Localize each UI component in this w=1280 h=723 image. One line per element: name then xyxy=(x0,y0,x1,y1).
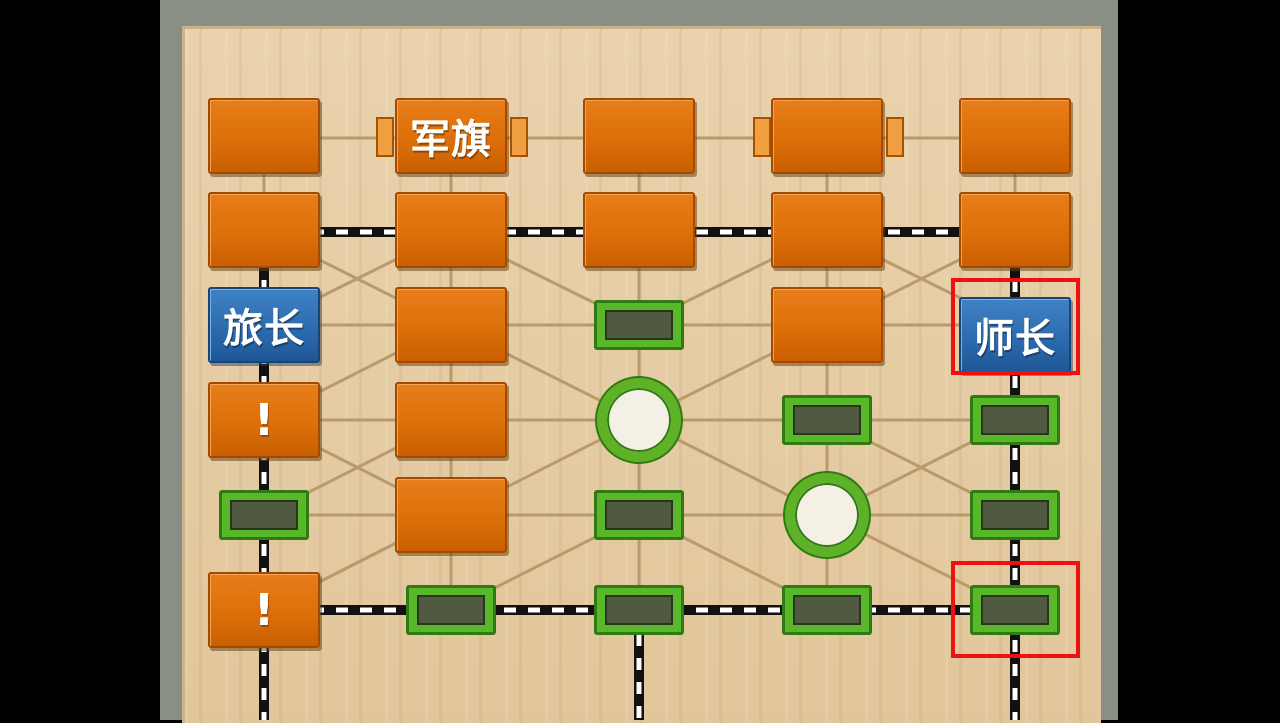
empty-post[interactable] xyxy=(219,490,309,540)
hq-marker-left xyxy=(510,117,528,157)
empty-post[interactable] xyxy=(970,490,1060,540)
camp-right-lower[interactable] xyxy=(785,473,869,557)
hq-marker-left xyxy=(376,117,394,157)
piece-hidden[interactable] xyxy=(959,192,1071,268)
empty-post[interactable] xyxy=(594,300,684,350)
piece-hidden[interactable] xyxy=(583,98,695,174)
piece-junqi-flag[interactable]: 军旗 xyxy=(395,98,507,174)
piece-marked[interactable]: ! xyxy=(208,572,320,648)
hq-marker-right xyxy=(886,117,904,157)
piece-hidden[interactable] xyxy=(771,192,883,268)
piece-label: 师长 xyxy=(974,316,1056,362)
piece-hidden[interactable] xyxy=(959,98,1071,174)
piece-lvzhang[interactable]: 旅长 xyxy=(208,287,320,363)
selection-highlight xyxy=(951,278,1080,375)
empty-post[interactable] xyxy=(970,395,1060,445)
empty-post[interactable] xyxy=(594,490,684,540)
piece-hidden[interactable] xyxy=(395,192,507,268)
target-highlight xyxy=(951,561,1080,658)
empty-post[interactable] xyxy=(782,585,872,635)
piece-label: ! xyxy=(253,584,275,636)
piece-label: ! xyxy=(253,394,275,446)
empty-post[interactable] xyxy=(782,395,872,445)
hq-marker-right xyxy=(753,117,771,157)
piece-hidden[interactable] xyxy=(208,98,320,174)
piece-label: 旅长 xyxy=(223,306,305,352)
piece-hidden[interactable] xyxy=(771,287,883,363)
piece-shizhang[interactable]: 师长 xyxy=(959,297,1071,373)
piece-label: 军旗 xyxy=(410,117,492,163)
piece-hidden[interactable] xyxy=(583,192,695,268)
piece-hidden[interactable] xyxy=(208,192,320,268)
piece-hidden[interactable] xyxy=(395,287,507,363)
piece-marked[interactable]: ! xyxy=(208,382,320,458)
target-post[interactable] xyxy=(970,585,1060,635)
piece-hidden[interactable] xyxy=(771,98,883,174)
empty-post[interactable] xyxy=(406,585,496,635)
piece-hidden[interactable] xyxy=(395,477,507,553)
camp-center[interactable] xyxy=(597,378,681,462)
piece-hidden[interactable] xyxy=(395,382,507,458)
empty-post[interactable] xyxy=(594,585,684,635)
